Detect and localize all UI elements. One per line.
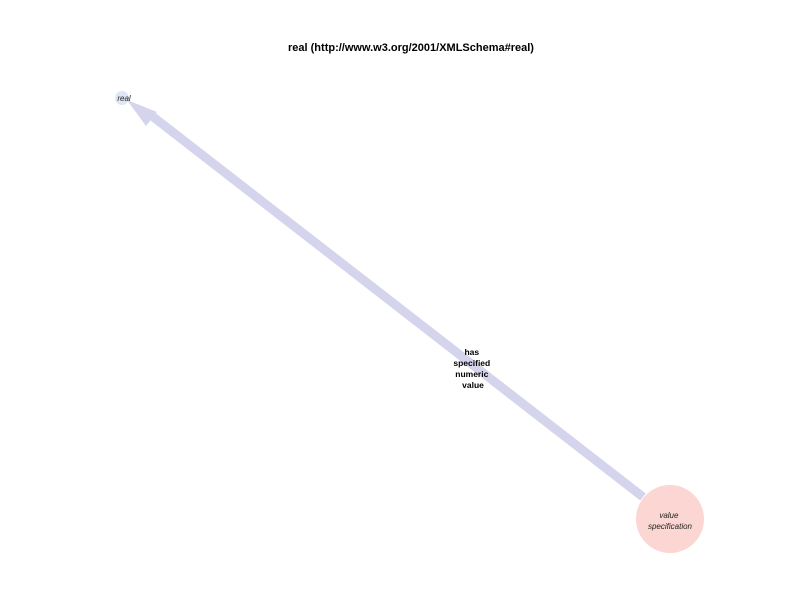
node-value-specification[interactable]: value specification [636, 485, 704, 553]
node-real[interactable]: real [115, 91, 131, 105]
node-label-line: specification [648, 522, 693, 531]
edge-label-line: specified [453, 358, 490, 368]
node-value-specification-label: value specification [648, 511, 693, 531]
node-value-specification-circle [636, 485, 704, 553]
edge-label-line: has [464, 347, 479, 357]
edge-arrowhead-icon [127, 100, 157, 126]
edge-line [149, 112, 646, 501]
edge-has-specified-numeric-value [127, 100, 646, 501]
node-real-label: real [117, 94, 131, 103]
edge-label-line: value [462, 380, 484, 390]
edge-label: has specified numeric value [453, 347, 492, 390]
edge-label-line: numeric [455, 369, 488, 379]
node-real-circle [115, 91, 129, 105]
node-label-line: value [659, 511, 679, 520]
diagram-title: real (http://www.w3.org/2001/XMLSchema#r… [288, 42, 534, 54]
